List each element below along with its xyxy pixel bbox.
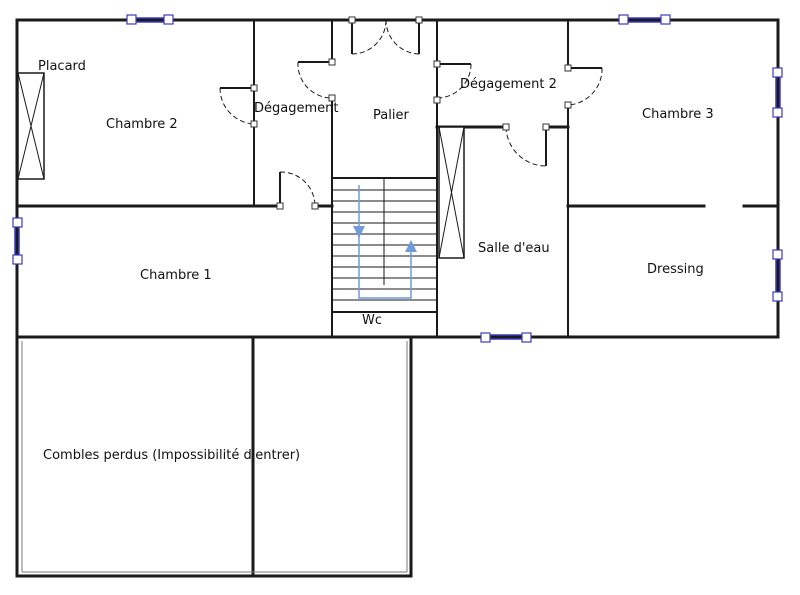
stair-direction-arrow — [358, 185, 412, 299]
window-chambre-1 — [12, 217, 23, 265]
door-palier-entry — [348, 16, 423, 55]
staircase — [332, 178, 437, 301]
room-label-dressing: Dressing — [647, 262, 704, 277]
room-label-palier: Palier — [373, 108, 409, 123]
door-salle-d-eau — [502, 123, 550, 167]
closet-salle-d-eau — [438, 126, 465, 259]
room-labels: Placard Chambre 2 Dégagement Palier Déga… — [38, 59, 714, 463]
stair-up-arrowhead-icon — [405, 240, 417, 252]
window-dressing — [772, 249, 783, 302]
walls — [15, 18, 780, 578]
room-label-degagement-2: Dégagement 2 — [460, 77, 557, 92]
windows — [12, 14, 783, 343]
closet-placard — [17, 72, 45, 180]
room-label-chambre-2: Chambre 2 — [106, 117, 178, 132]
stair-down-arrowhead-icon — [353, 226, 365, 238]
door-degagement-palier — [297, 58, 336, 102]
room-label-chambre-3: Chambre 3 — [642, 107, 714, 122]
window-chambre-3-top — [618, 14, 671, 25]
door-chambre-1 — [276, 171, 319, 210]
room-label-combles-perdus: Combles perdus (Impossibilité d'entrer) — [43, 448, 300, 463]
window-salle-d-eau — [480, 332, 532, 343]
door-chambre-3 — [564, 64, 603, 109]
room-label-chambre-1: Chambre 1 — [140, 268, 212, 283]
room-label-wc: Wc — [362, 313, 382, 328]
door-chambre-2 — [219, 84, 258, 128]
room-label-salle-d-eau: Salle d'eau — [478, 241, 550, 256]
room-label-placard: Placard — [38, 59, 86, 74]
window-chambre-3-side — [772, 67, 783, 118]
room-label-degagement: Dégagement — [254, 101, 338, 116]
doors — [219, 16, 603, 210]
door-degagement-2 — [433, 60, 472, 104]
window-chambre-2 — [126, 14, 174, 25]
